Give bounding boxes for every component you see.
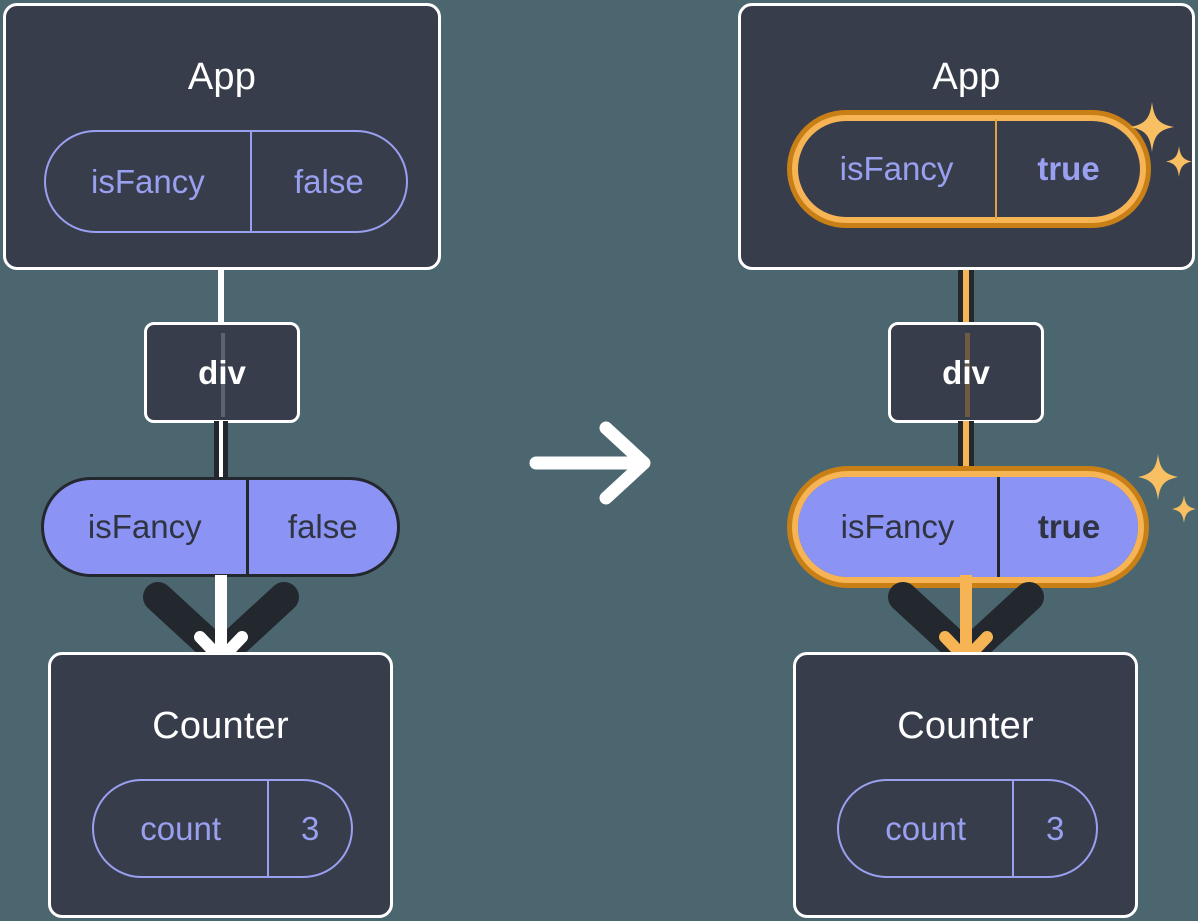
props-name: isFancy (87, 508, 202, 545)
connector-app-to-div (218, 268, 224, 326)
app-state-value: false (249, 132, 406, 231)
app-state-pill: isFancy false (44, 130, 408, 233)
sparkle-icon-app (1130, 102, 1192, 177)
counter-state-name-after: count (885, 809, 966, 847)
props-name-after: isFancy (840, 508, 955, 545)
connector-through-div (221, 333, 225, 417)
counter-state-value-after: 3 (1012, 781, 1096, 876)
app-state-name: isFancy (91, 162, 205, 200)
connector-div-to-props-core (219, 421, 223, 481)
props-pill-after: isFancy true (798, 477, 1138, 577)
props-value: false (245, 480, 397, 574)
connector-through-div-after (965, 333, 970, 417)
div-label: div (198, 353, 246, 391)
transition-right-arrow-icon (529, 421, 651, 505)
highlight-ring-outer (787, 110, 1151, 228)
counter-state-name: count (140, 809, 221, 847)
connector-app-to-div-hl-core (963, 215, 969, 326)
counter-state-pill: count 3 (92, 779, 353, 878)
counter-state-pill-after: count 3 (837, 779, 1098, 878)
props-pill-highlight: isFancy true (787, 466, 1149, 588)
counter-title-after: Counter (897, 705, 1034, 747)
app-title: App (187, 56, 257, 98)
app-state-pill-after: isFancy true (798, 119, 1140, 219)
counter-state-value: 3 (267, 781, 351, 876)
app-component-box: App isFancy false (3, 3, 441, 270)
div-element-box-after: div (888, 322, 1044, 423)
counter-title: Counter (152, 705, 289, 747)
props-pill: isFancy false (41, 477, 400, 577)
app-state-pill-highlight: isFancy true (787, 110, 1151, 228)
app-title-after: App (932, 56, 1001, 98)
div-element-box: div (144, 322, 300, 423)
app-state-name-after: isFancy (839, 150, 954, 187)
app-state-value-after: true (995, 119, 1140, 219)
counter-component-box: Counter count 3 (48, 652, 393, 918)
div-label-after: div (942, 353, 990, 391)
highlight-ring-inner (792, 115, 1146, 223)
sparkle-icon-props (1138, 454, 1196, 523)
connector-div-to-props-after-core (963, 421, 969, 481)
props-value-after: true (997, 477, 1138, 577)
app-component-box-after: App isFancy true (738, 3, 1195, 270)
counter-component-box-after: Counter count 3 (793, 652, 1138, 918)
